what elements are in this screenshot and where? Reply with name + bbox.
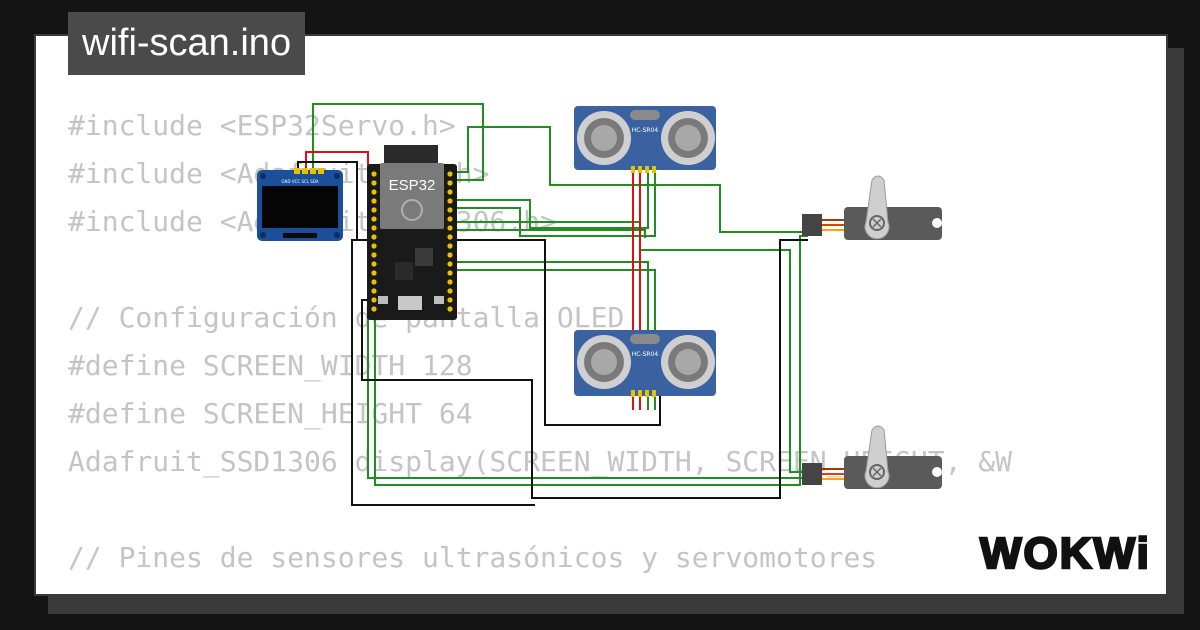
en-button — [434, 296, 444, 304]
sensor-1-label: HC-SR04 — [632, 127, 659, 134]
servo-1-connector — [802, 214, 822, 236]
servo-2-shaft-icon — [869, 464, 885, 480]
wires — [297, 103, 808, 506]
boot-button — [378, 296, 388, 304]
oled-pin-labels: GND VCC SCL SDA — [281, 179, 318, 184]
sensor-2-label: HC-SR04 — [632, 351, 659, 358]
wire-green — [367, 280, 808, 479]
servo-1-shaft-icon — [869, 215, 885, 231]
wokwi-logo-icon: WOKWi WOKWi — [979, 528, 1151, 578]
code-line-10: // Pines de sensores ultrasónicos y serv… — [68, 541, 878, 574]
wire-green — [312, 103, 484, 181]
usb-port — [398, 296, 422, 310]
ultrasonic-sensor-1[interactable]: HC-SR04 — [574, 106, 716, 173]
code-line-1: #include <ESP32Servo.h> — [68, 109, 456, 142]
servo-motor-2[interactable] — [802, 425, 942, 489]
wokwi-logo: WOKWi WOKWi — [976, 526, 1156, 578]
code-line-11: const int trigPin1 = 5; const int echoPi… — [68, 582, 1166, 594]
wire-green — [455, 126, 808, 233]
code-line-5: // Configuración de pantalla OLED — [68, 301, 625, 334]
wire-green — [455, 229, 646, 238]
ultrasonic-sensor-2[interactable]: HC-SR04 — [574, 330, 716, 397]
servo-motor-1[interactable] — [802, 175, 942, 240]
wire-green — [455, 172, 649, 229]
project-filename-title: wifi-scan.ino — [68, 12, 306, 75]
code-line-6: #define SCREEN_WIDTH 128 — [68, 349, 473, 382]
wire-black — [361, 239, 808, 499]
svg-text:WOKWi: WOKWi — [980, 529, 1151, 578]
wire-black — [455, 239, 661, 426]
servo-2-connector — [802, 463, 822, 485]
oled-display[interactable]: GND VCC SCL SDA — [257, 168, 343, 241]
code-line-7: #define SCREEN_HEIGHT 64 — [68, 397, 473, 430]
wire-black — [351, 239, 535, 506]
esp32-right-pins — [447, 171, 453, 312]
espressif-logo-icon — [401, 199, 423, 221]
esp32-left-pins — [371, 171, 377, 312]
esp32-label: ESP32 — [389, 177, 436, 194]
svg-text:WOKWi: WOKWi — [980, 529, 1151, 578]
esp32-board[interactable]: ESP32 — [367, 145, 457, 320]
wire-green — [455, 221, 808, 473]
wire-green — [455, 172, 656, 237]
oled-screen — [262, 186, 338, 228]
